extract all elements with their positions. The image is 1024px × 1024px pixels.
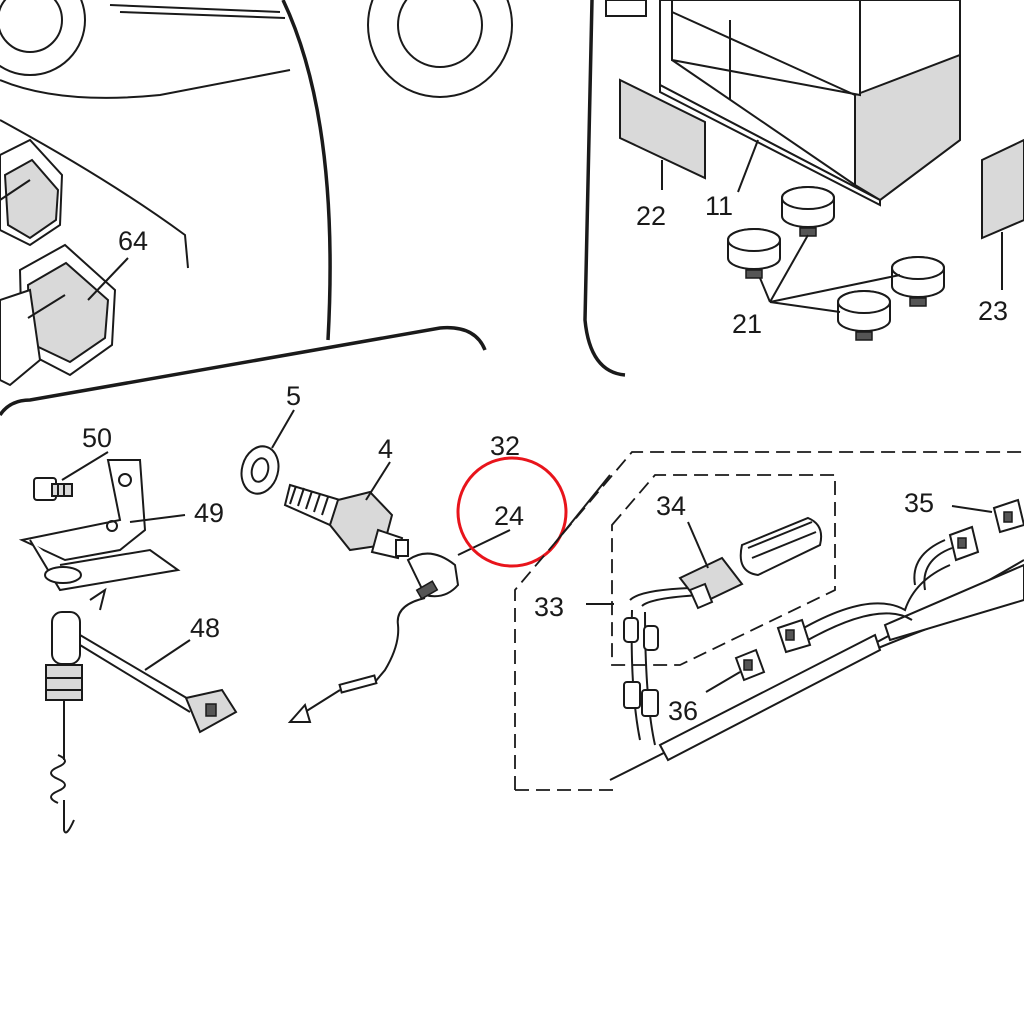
leader-36 (705, 671, 741, 693)
part-label-23: 23 (978, 296, 1008, 326)
part-label-5: 5 (286, 381, 301, 411)
switch-4 (283, 483, 409, 560)
bracket-49 (18, 459, 181, 611)
sleeve (739, 516, 823, 577)
part-label-33: 33 (534, 592, 564, 622)
connector-34 (623, 556, 744, 717)
control-box (605, 0, 961, 207)
part-label-11: 11 (705, 191, 733, 221)
leader-21 (759, 234, 901, 313)
part-label-22: 22 (636, 201, 666, 231)
leader-50 (61, 451, 109, 481)
harness-outline-33 (514, 451, 1024, 791)
highlight-circle-24 (456, 456, 568, 568)
pad-23 (981, 138, 1024, 240)
leader-4 (365, 461, 391, 501)
leader-48 (144, 639, 191, 671)
leader-49 (129, 514, 186, 523)
part-label-64: 64 (118, 226, 148, 256)
washer-5 (240, 445, 280, 495)
frame-curve-inner (0, 119, 189, 269)
part-label-50: 50 (82, 423, 112, 453)
rubber-feet (727, 186, 945, 341)
leader-34 (687, 521, 709, 569)
part-label-35: 35 (904, 488, 934, 518)
connector-36 (734, 618, 812, 682)
part-label-24: 24 (494, 501, 524, 531)
connector-35 (948, 498, 1024, 562)
leader-5 (271, 409, 295, 449)
leader-24 (457, 529, 511, 556)
part-label-36: 36 (668, 696, 698, 726)
harness-wires (609, 539, 1024, 781)
box-frame-line (583, 0, 626, 377)
pad-22 (619, 78, 706, 180)
part-label-48: 48 (190, 613, 220, 643)
connector-24 (287, 552, 460, 723)
part-label-32: 32 (490, 431, 520, 461)
panel-border (0, 325, 487, 417)
sensor-48 (45, 611, 238, 834)
frame-curve (281, 0, 332, 341)
relay-blocks (0, 138, 117, 387)
part-label-21: 21 (732, 309, 762, 339)
part-label-49: 49 (194, 498, 224, 528)
leader-35 (951, 505, 993, 513)
wheel-assembly (0, 0, 513, 99)
leader-64 (87, 257, 129, 301)
part-label-34: 34 (656, 491, 686, 521)
bolt-50 (33, 477, 73, 501)
leader-11 (737, 139, 759, 193)
part-label-4: 4 (378, 434, 393, 464)
